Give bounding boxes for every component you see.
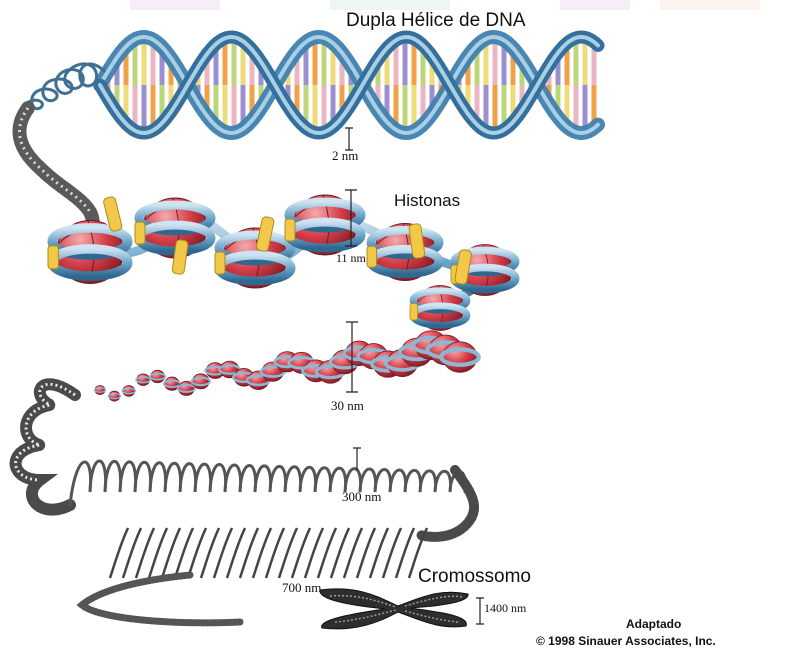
nucleosome [410,286,467,331]
looped-domain-row [70,461,466,505]
nucleosome [215,228,291,288]
looped-domains-300nm [16,384,474,537]
fiber-nucleosome [137,374,150,386]
measure-11nm: 11 nm [336,251,366,266]
label-chromosome: Cromossomo [418,566,531,588]
histone-h1-clip [215,252,225,274]
condensed-coil-row [110,528,427,578]
measure-2nm: 2 nm [332,148,358,164]
left-chromatin-coil [19,108,92,240]
dna-double-helix [100,37,598,133]
fiber-nucleosome [151,370,165,382]
histone-h1-clip [285,219,295,241]
histone-h1-clip [367,246,377,267]
base-pair-bottom [142,85,147,133]
condensed-tail [82,575,240,623]
histone-h1-clip [48,246,59,269]
condensed-section-700nm [82,528,427,623]
base-pair-top [403,37,408,85]
label-dna-double-helix: Dupla Hélice de DNA [346,10,526,32]
fiber-nucleosome [95,386,105,395]
looped-domain-coil [16,384,75,509]
histone-h1-clip [135,222,145,244]
scale-bar-300nm [353,448,361,470]
measure-30nm: 30 nm [331,398,364,414]
nucleosome [135,198,211,258]
fiber-nucleosome [123,386,135,397]
nucleosome [367,224,439,281]
nucleosome-chain [48,195,516,331]
label-histones: Histonas [394,191,460,211]
fiber-nucleosome [443,342,477,373]
fiber-nucleosome [109,391,120,401]
measure-300nm: 300 nm [342,489,381,505]
base-pair-bottom [493,85,498,133]
top-decor-band [130,0,760,10]
credit-adapted: Adaptado [626,617,681,631]
credit-copyright: © 1998 Sinauer Associates, Inc. [536,634,716,648]
measure-700nm: 700 nm [282,580,321,596]
fiber-nucleosome [192,374,209,389]
chromatin-30nm-fiber [95,331,479,401]
measure-1400nm: 1400 nm [484,601,526,616]
histone-h1-clip [410,304,418,321]
descending-coil [420,470,474,537]
scale-bar-1400nm [476,598,484,624]
metaphase-chromosome [320,589,468,629]
scale-bar-2nm [345,128,353,150]
